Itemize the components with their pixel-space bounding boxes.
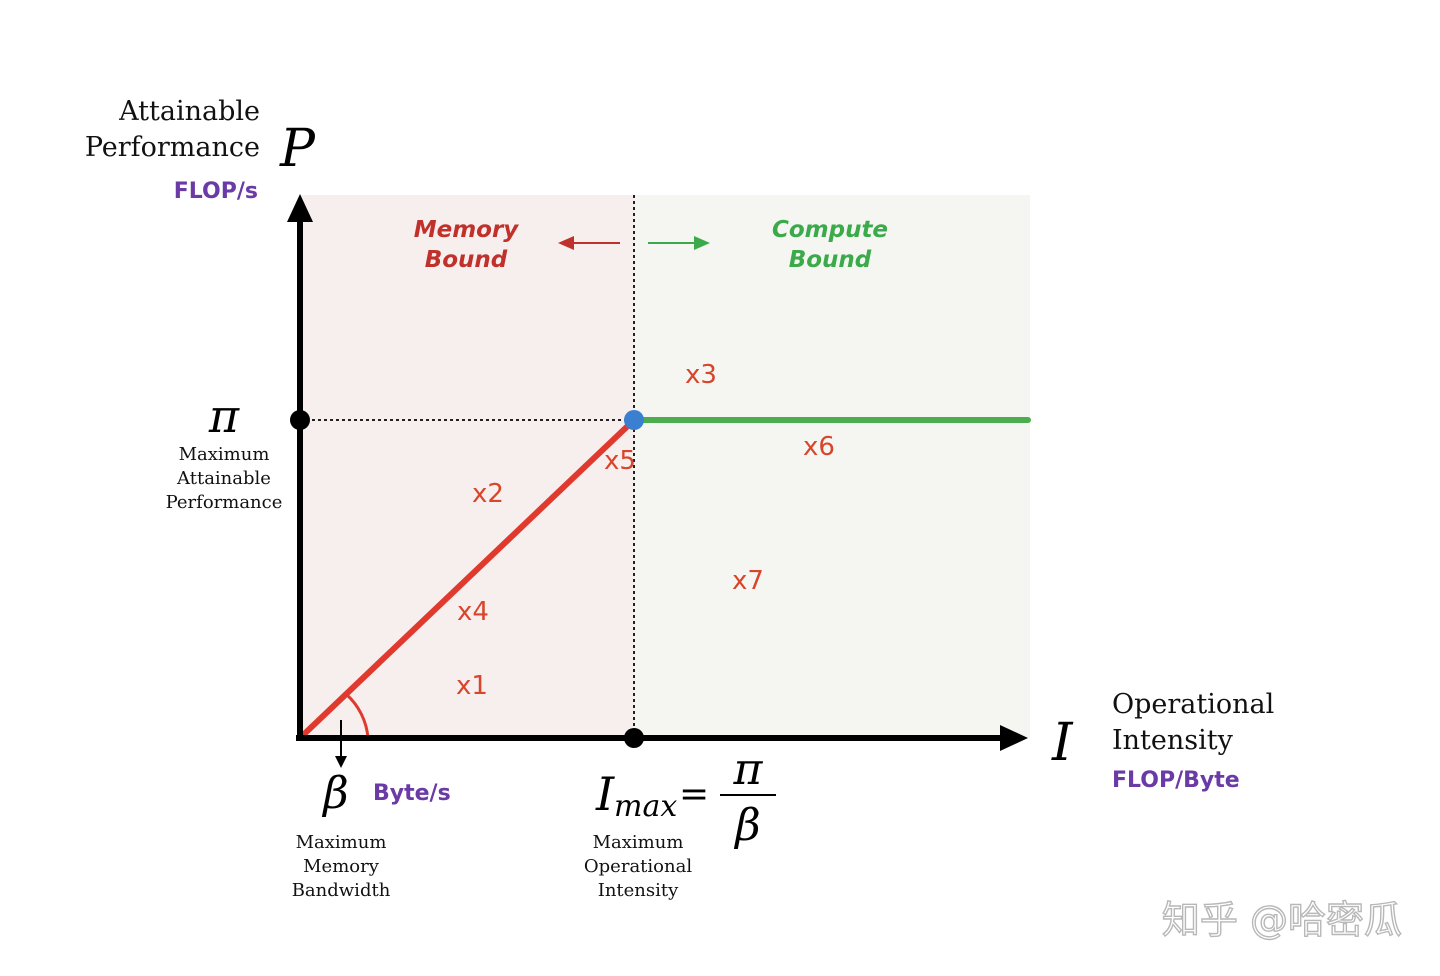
x-axis-unit: FLOP/Byte — [1112, 768, 1240, 793]
beta-unit: Byte/s — [373, 781, 451, 806]
point-label-x3: x3 — [685, 360, 717, 390]
slope-angle-arc — [344, 692, 370, 739]
x-axis-arrowhead — [1000, 725, 1028, 751]
y-axis-label-line2: Performance — [85, 132, 260, 163]
ridge-point — [624, 410, 644, 430]
pi-desc-line3: Performance — [166, 492, 283, 513]
beta-desc-line1: Maximum — [296, 832, 387, 853]
beta-desc-line2: Memory — [303, 856, 380, 877]
pi-desc-line1: Maximum — [179, 444, 270, 465]
imax-equals: = — [679, 774, 709, 815]
imax-desc-line3: Intensity — [598, 880, 679, 901]
memory-direction-arrowhead — [558, 236, 574, 250]
compute-bound-label-line1: Compute — [772, 217, 888, 243]
x-axis-symbol: I — [1051, 713, 1074, 773]
point-label-x2: x2 — [472, 479, 504, 509]
compute-direction-arrowhead — [694, 236, 710, 250]
memory-bound-label-line2: Bound — [425, 247, 508, 273]
compute-bound-region — [634, 195, 1030, 738]
pi-symbol: π — [208, 389, 240, 443]
imax-subscript: max — [614, 789, 677, 824]
x-axis-label-line1: Operational — [1112, 689, 1274, 720]
point-label-x7: x7 — [732, 566, 764, 596]
point-label-x5: x5 — [604, 446, 636, 476]
x-axis-label-line2: Intensity — [1112, 725, 1234, 756]
y-axis-unit: FLOP/s — [174, 179, 258, 204]
compute-bound-label-line2: Bound — [789, 247, 872, 273]
imax-symbol: I — [595, 767, 615, 821]
imax-denominator: β — [733, 800, 760, 851]
beta-desc-line3: Bandwidth — [292, 880, 391, 901]
imax-numerator: π — [733, 744, 764, 795]
memory-roof-line — [297, 417, 637, 741]
imax-axis-dot — [624, 728, 644, 748]
beta-arrowhead — [335, 756, 347, 768]
point-label-x4: x4 — [457, 597, 489, 627]
y-axis-label-line1: Attainable — [118, 96, 260, 127]
memory-bound-label-line1: Memory — [414, 217, 520, 243]
beta-symbol: β — [321, 768, 348, 819]
imax-desc-line1: Maximum — [593, 832, 684, 853]
pi-axis-dot — [290, 410, 310, 430]
imax-desc-line2: Operational — [584, 856, 692, 877]
pi-desc-line2: Attainable — [176, 468, 271, 489]
memory-bound-region — [300, 195, 634, 738]
point-label-x6: x6 — [803, 432, 835, 462]
y-axis-arrowhead — [287, 194, 313, 222]
watermark: 知乎 @哈密瓜 — [1162, 898, 1402, 942]
y-axis-symbol: P — [279, 119, 316, 179]
point-label-x1: x1 — [456, 671, 488, 701]
